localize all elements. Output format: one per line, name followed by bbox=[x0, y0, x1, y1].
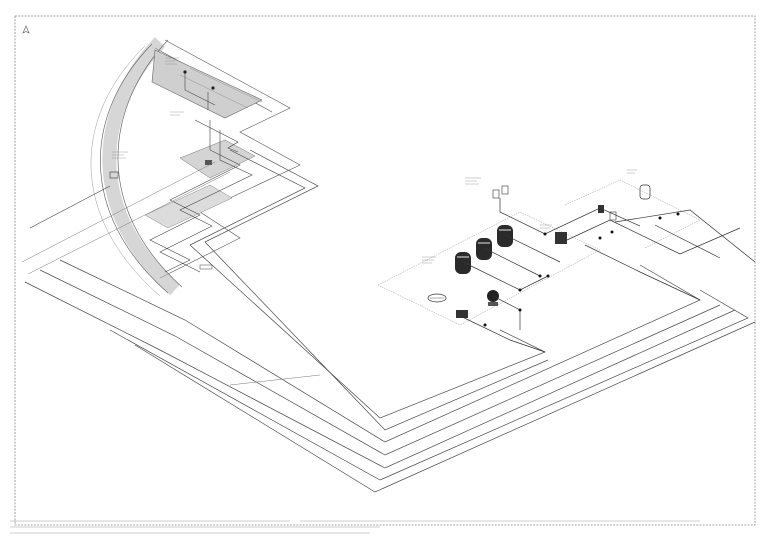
plant-room-piping bbox=[455, 198, 756, 353]
valve-icon bbox=[492, 185, 617, 244]
tank-icon bbox=[639, 184, 651, 200]
plant-room-outline bbox=[377, 179, 701, 326]
chiller-unit-icon bbox=[455, 225, 513, 274]
heat-exchanger-icon bbox=[427, 293, 468, 318]
left-wing-equipment bbox=[109, 70, 215, 270]
annotation-tags bbox=[112, 57, 637, 264]
curved-tower-band bbox=[90, 37, 183, 297]
north-arrow-icon bbox=[22, 25, 30, 34]
pipe-junction-dots bbox=[483, 212, 680, 327]
left-riser-lines bbox=[29, 72, 253, 273]
main-pipe-runs bbox=[24, 149, 756, 493]
hatched-roof-plate bbox=[151, 49, 263, 119]
outer-boundary-lines bbox=[21, 161, 321, 386]
sheet-notes bbox=[10, 520, 700, 534]
sheet-border bbox=[14, 15, 756, 526]
